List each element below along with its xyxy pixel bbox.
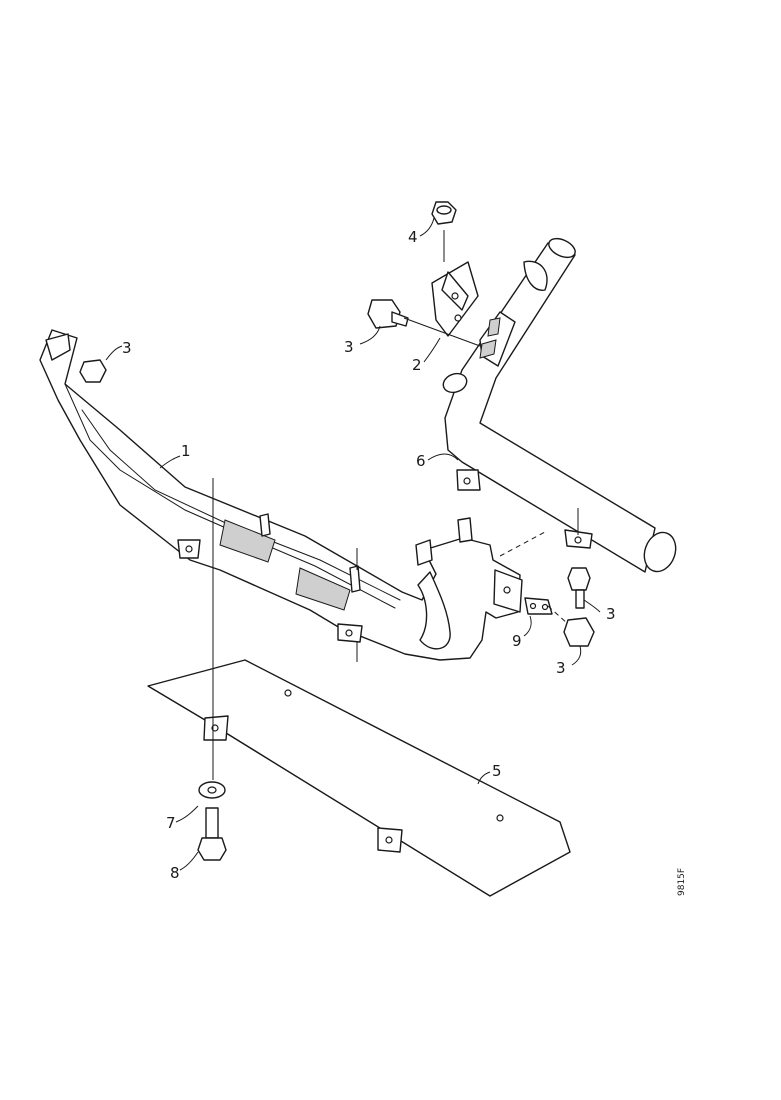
callout-labels: 1 2 3 3 3 3 4 5 6 7 8 9 9815F xyxy=(122,228,687,896)
callout-3-crossmember-bolt: 3 xyxy=(122,339,132,357)
callout-3-plate-bolt: 3 xyxy=(556,659,566,677)
callout-3-bracket-bolt: 3 xyxy=(344,338,354,356)
assembly-lines xyxy=(212,230,579,780)
callout-7: 7 xyxy=(166,814,176,832)
callout-5: 5 xyxy=(492,762,502,780)
callout-9: 9 xyxy=(512,632,522,650)
callout-3-tube-bolt: 3 xyxy=(606,605,616,623)
callout-4: 4 xyxy=(408,228,418,246)
bracket-part-2 xyxy=(431,261,516,367)
crossmember-part-1 xyxy=(39,329,523,661)
plate-part-9 xyxy=(524,597,553,615)
fasteners xyxy=(79,201,595,861)
tube-bar-part-6 xyxy=(442,237,677,573)
callout-2: 2 xyxy=(412,356,422,374)
callout-8: 8 xyxy=(170,864,180,882)
leader-lines xyxy=(105,217,601,871)
callout-1: 1 xyxy=(181,442,191,460)
skid-plate-part-5 xyxy=(147,659,571,897)
callout-6: 6 xyxy=(416,452,426,470)
reference-code: 9815F xyxy=(677,868,687,896)
